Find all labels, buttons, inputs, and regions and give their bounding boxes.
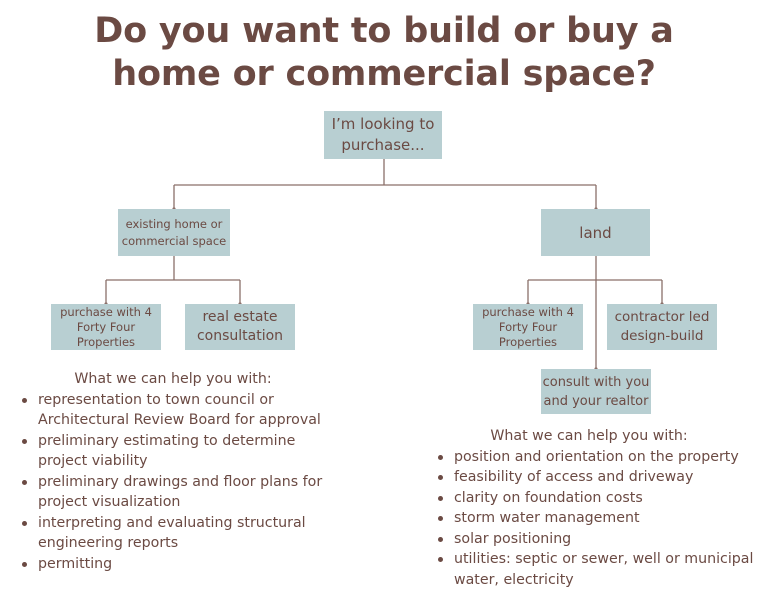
root-node: I’m looking to purchase... <box>324 111 442 159</box>
list-item: clarity on foundation costs <box>436 488 766 509</box>
list-item-line: project viability <box>38 453 148 469</box>
real-estate-consultation-node: real estate consultation <box>185 304 295 350</box>
root-node-line-1: I’m looking to <box>331 115 435 133</box>
list-item-line: clarity on foundation costs <box>454 489 643 506</box>
contractor-line-2: design-build <box>620 328 704 344</box>
real-estate-line-1: real estate <box>202 309 278 325</box>
list-item-line: preliminary estimating to determine <box>38 432 296 449</box>
root-node-line-2: purchase... <box>341 136 425 154</box>
list-item-line: storm water management <box>454 510 640 526</box>
list-item-line: interpreting and evaluating structural <box>38 514 306 531</box>
consult-realtor-node: consult with you and your realtor <box>541 369 651 414</box>
left-help-heading: What we can help you with: <box>74 371 272 387</box>
real-estate-line-2: consultation <box>196 328 284 344</box>
left-help-list: representation to town council or Archit… <box>20 390 360 575</box>
right-help-heading: What we can help you with: <box>490 428 688 444</box>
list-item: representation to town council or Archit… <box>20 390 360 431</box>
list-item: preliminary estimating to determine proj… <box>20 431 360 472</box>
list-item: interpreting and evaluating structural e… <box>20 513 360 554</box>
list-item: solar positioning <box>436 529 766 550</box>
consult-realtor-line-2: and your realtor <box>543 393 649 409</box>
right-help-list: position and orientation on the property… <box>436 447 766 591</box>
list-item: permitting <box>20 554 360 575</box>
contractor-line-1: contractor led <box>614 309 710 325</box>
list-item-line: feasibility of access and driveway <box>454 469 694 485</box>
land-purchase-line-1: purchase with 4 <box>482 304 574 319</box>
list-item: position and orientation on the property <box>436 447 766 468</box>
land-purchase-node: purchase with 4 Forty Four Properties <box>473 304 583 350</box>
list-item-line: permitting <box>38 555 113 572</box>
land-purchase-line-2: Forty Four <box>498 319 558 334</box>
list-item: utilities: septic or sewer, well or muni… <box>436 549 766 590</box>
existing-home-line-2: commercial space <box>121 233 227 248</box>
list-item-line: utilities: septic or sewer, well or muni… <box>454 551 754 567</box>
list-item-line: project visualization <box>38 494 181 510</box>
title-line-1: Do you want to build or buy a <box>94 11 674 51</box>
existing-purchase-line-2: Forty Four <box>76 319 136 334</box>
existing-home-line-1: existing home or <box>125 216 223 231</box>
list-item: storm water management <box>436 508 766 529</box>
list-item-line: preliminary drawings and floor plans for <box>38 473 323 490</box>
consult-realtor-line-1: consult with you <box>542 374 650 390</box>
existing-purchase-node: purchase with 4 Forty Four Properties <box>51 304 161 350</box>
existing-purchase-line-3: Properties <box>76 334 136 349</box>
land-purchase-line-3: Properties <box>498 334 558 349</box>
list-item-line: water, electricity <box>454 571 574 588</box>
list-item-line: position and orientation on the property <box>454 448 739 465</box>
list-item: preliminary drawings and floor plans for… <box>20 472 360 513</box>
list-item-line: engineering reports <box>38 535 179 551</box>
list-item-line: representation to town council or <box>38 391 274 408</box>
existing-purchase-line-1: purchase with 4 <box>60 304 152 319</box>
land-label: land <box>579 223 612 242</box>
title-line-2: home or commercial space? <box>112 54 656 94</box>
list-item: feasibility of access and driveway <box>436 467 766 488</box>
contractor-design-build-node: contractor led design-build <box>607 304 717 350</box>
list-item-line: solar positioning <box>454 530 572 547</box>
existing-home-node: existing home or commercial space <box>118 209 230 256</box>
list-item-line: Architectural Review Board for approval <box>38 412 321 428</box>
left-help-section: What we can help you with: representatio… <box>20 369 360 574</box>
land-node: land <box>541 209 650 256</box>
page-title: Do you want to build or buy a home or co… <box>0 10 768 96</box>
right-help-section: What we can help you with: position and … <box>436 426 766 590</box>
